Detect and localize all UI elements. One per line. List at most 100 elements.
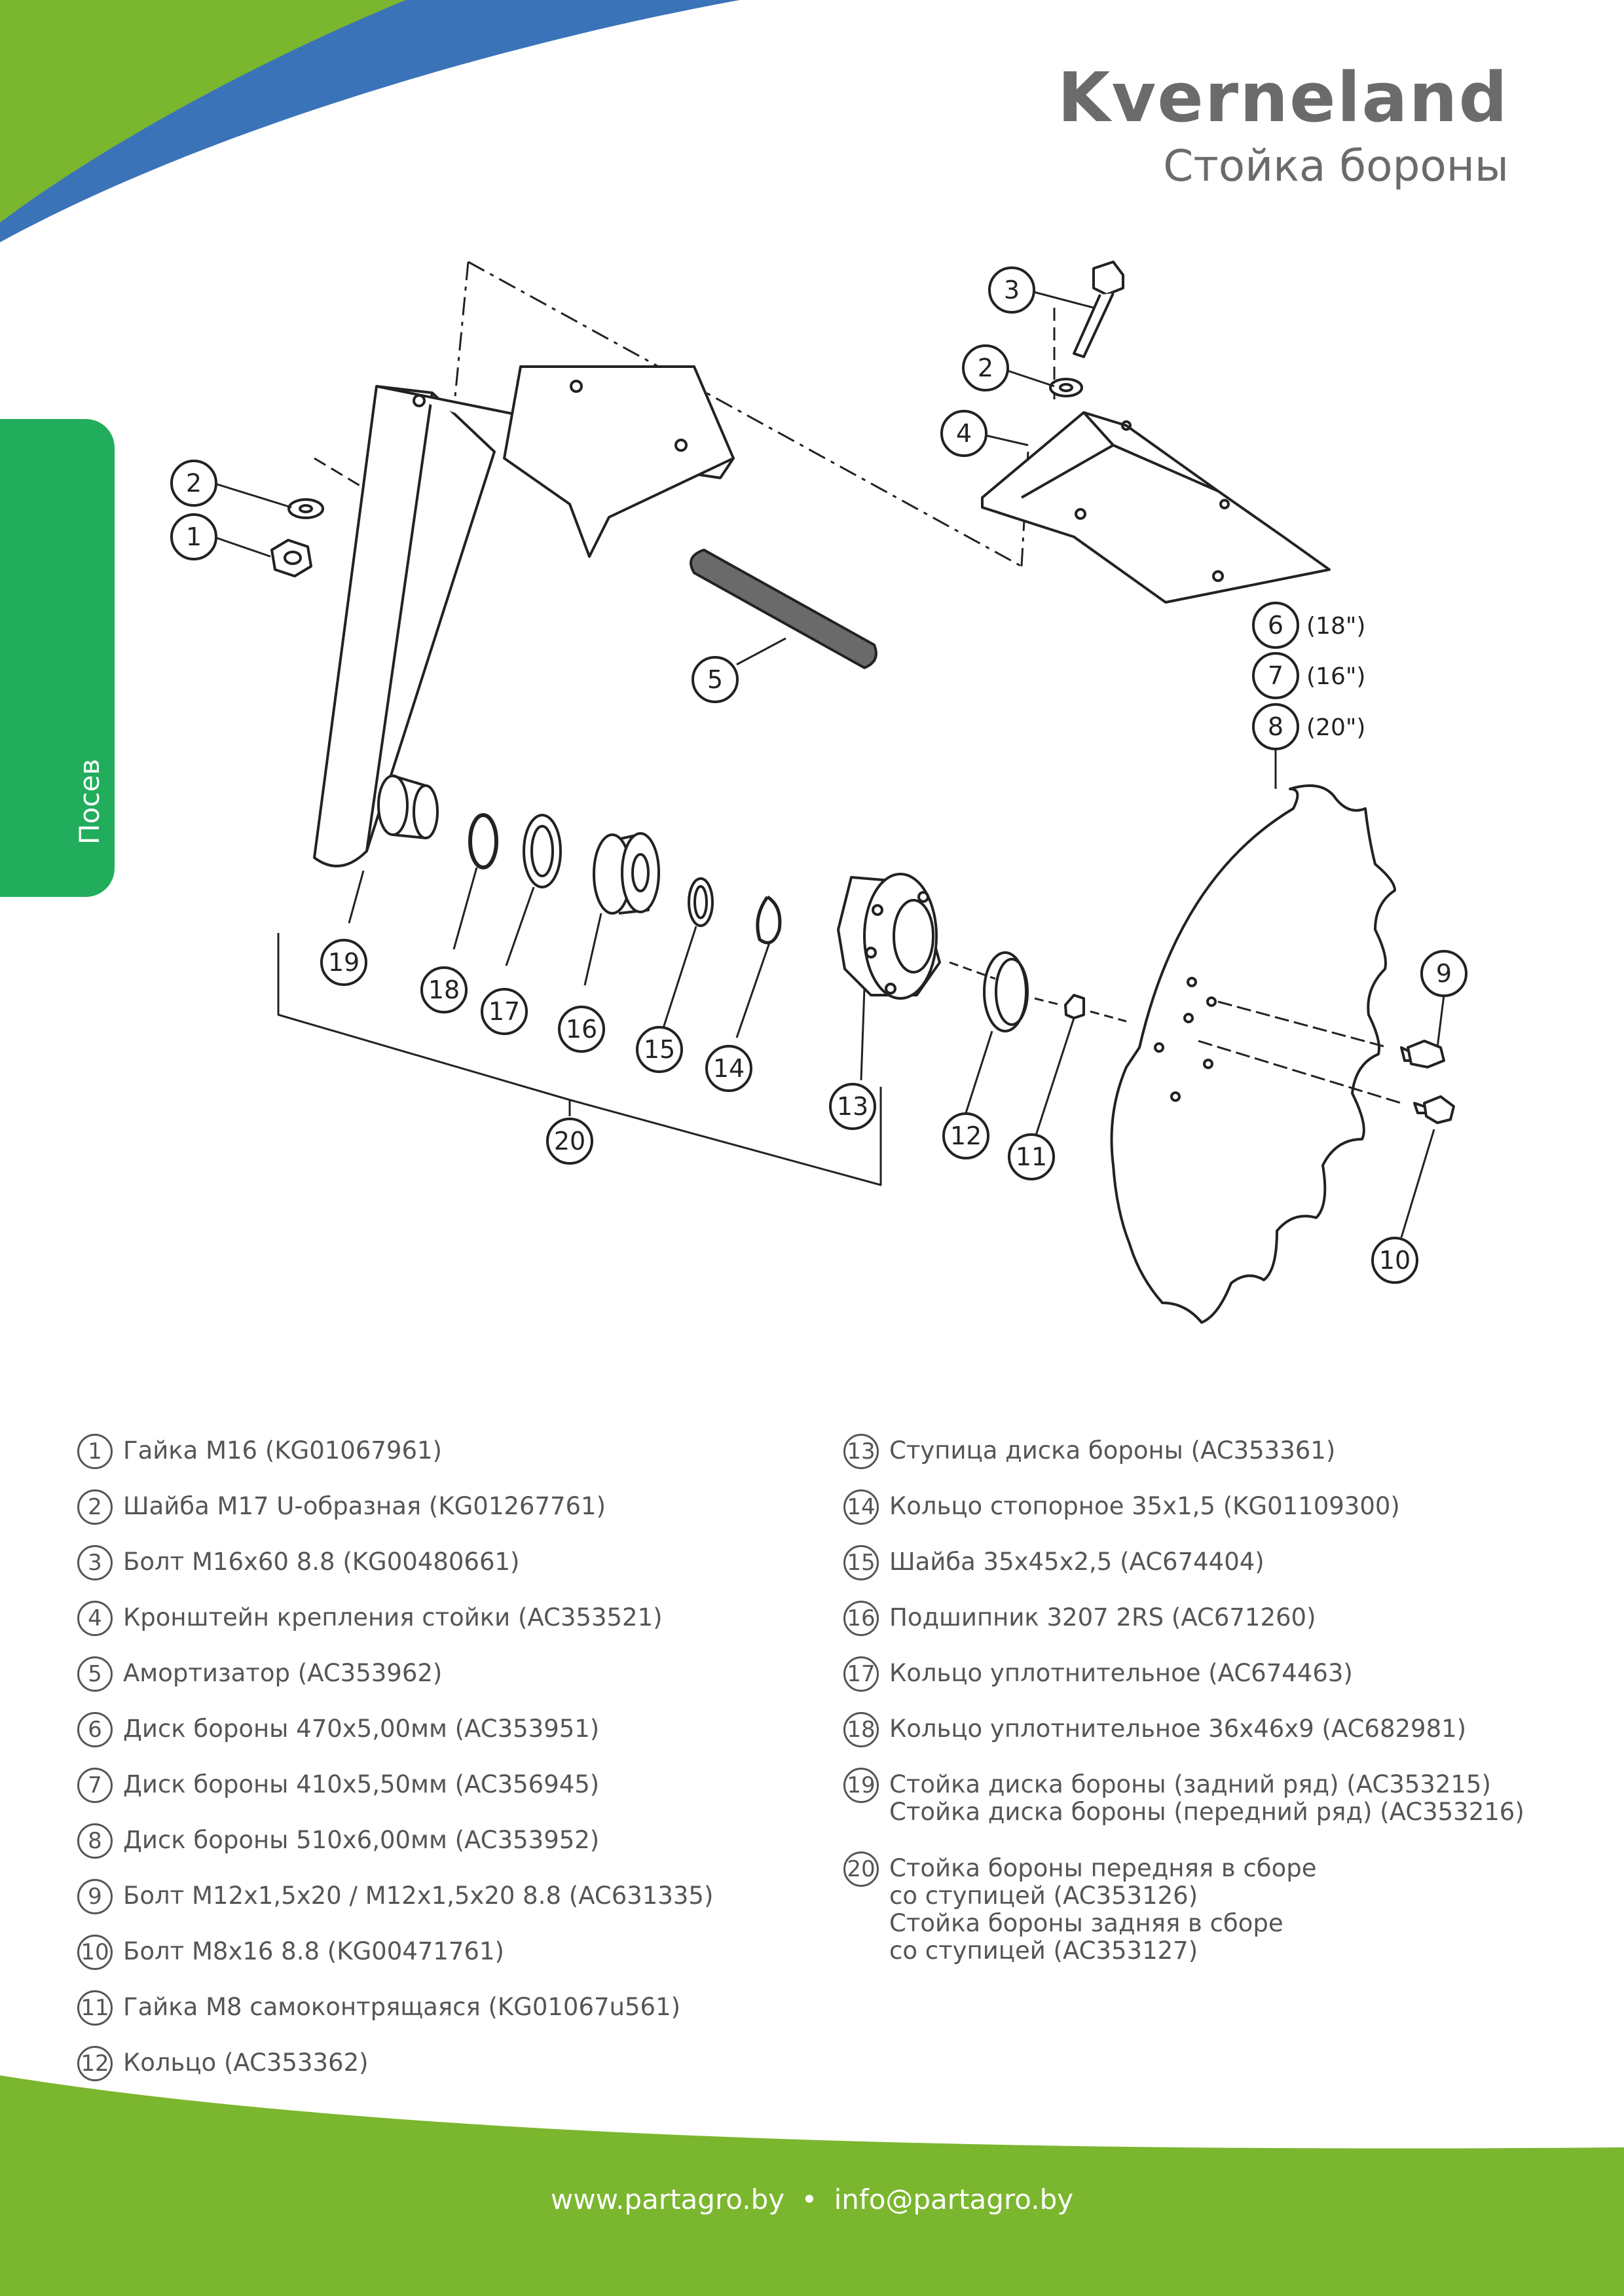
legend-number: 9	[77, 1879, 113, 1914]
legend-item: 1 Гайка М16 (KG01067961)	[77, 1434, 798, 1469]
callout-number: 19	[328, 948, 360, 977]
callout-7: 7	[1252, 652, 1299, 699]
legend-text: Кольцо стопорное 35х1,5 (KG01109300)	[889, 1492, 1400, 1520]
legend-text: Болт М8х16 8.8 (KG00471761)	[123, 1937, 504, 1965]
legend-number: 11	[77, 1990, 113, 2026]
legend-number: 16	[843, 1601, 879, 1636]
callout-1: 1	[170, 513, 217, 560]
legend-text: Стойка бороны передняя в сборе со ступиц…	[889, 1854, 1317, 1965]
legend-item: 20 Стойка бороны передняя в сборе со ступ…	[843, 1851, 1564, 1965]
footer-contacts: www.partagro.by • info@partagro.by	[0, 2183, 1624, 2215]
legend-number: 19	[843, 1768, 879, 1803]
callout-16: 16	[558, 1006, 605, 1053]
callout-5: 5	[692, 656, 739, 703]
legend-number: 15	[843, 1545, 879, 1580]
callout-number: 9	[1436, 959, 1452, 988]
legend-item: 2 Шайба М17 U-образная (KG01267761)	[77, 1489, 798, 1525]
legend-number: 14	[843, 1489, 879, 1525]
callout-layer: 12324567891011121314151617181920(18")(16…	[170, 266, 1467, 1284]
legend-item: 12 Кольцо (AC353362)	[77, 2046, 798, 2081]
legend-text: Диск бороны 470х5,00мм (AC353951)	[123, 1715, 600, 1743]
legend-text: Болт М16х60 8.8 (KG00480661)	[123, 1548, 520, 1576]
callout-3: 3	[988, 266, 1035, 314]
callout-12: 12	[942, 1112, 989, 1159]
legend-item: 6 Диск бороны 470х5,00мм (AC353951)	[77, 1712, 798, 1747]
callout-number: 2	[186, 469, 202, 498]
legend-text: Шайба М17 U-образная (KG01267761)	[123, 1492, 606, 1520]
callout-number: 14	[713, 1054, 745, 1083]
legend-item: 14 Кольцо стопорное 35х1,5 (KG01109300)	[843, 1489, 1564, 1525]
legend-text: Кронштейн крепления стойки (AC353521)	[123, 1603, 663, 1631]
legend-text: Гайка М8 самоконтрящаяся (KG01067u561)	[123, 1993, 681, 2021]
legend-number: 2	[77, 1489, 113, 1525]
legend-number: 1	[77, 1434, 113, 1469]
callout-14: 14	[705, 1045, 752, 1092]
legend-item: 7 Диск бороны 410х5,50мм (AC356945)	[77, 1768, 798, 1803]
callout-number: 17	[489, 997, 520, 1026]
legend-item: 3 Болт М16х60 8.8 (KG00480661)	[77, 1545, 798, 1580]
standoff-arm	[313, 385, 496, 867]
parts-diagram: 12324567891011121314151617181920(18")(16…	[170, 261, 1467, 1324]
callout-number: 16	[566, 1015, 597, 1044]
legend-number: 8	[77, 1823, 113, 1859]
header-swoosh	[0, 0, 740, 242]
callout-number: 7	[1268, 661, 1283, 690]
callout-19: 19	[320, 939, 367, 986]
callout-number: 10	[1379, 1246, 1411, 1275]
footer-separator: •	[801, 2183, 818, 2215]
callout-11: 11	[1008, 1133, 1055, 1180]
mount-bracket	[981, 411, 1331, 604]
legend-text: Кольцо уплотнительное 36х46х9 (AC682981)	[889, 1715, 1467, 1743]
legend-number: 3	[77, 1545, 113, 1580]
callout-2: 2	[170, 460, 217, 507]
legend-text: Амортизатор (AC353962)	[123, 1659, 443, 1687]
legend-item: 15 Шайба 35х45х2,5 (AC674404)	[843, 1545, 1564, 1580]
disc-size-label: (16")	[1306, 663, 1365, 690]
legend-number: 17	[843, 1656, 879, 1692]
legend-text: Диск бороны 510х6,00мм (AC353952)	[123, 1826, 600, 1854]
rubber-damper	[690, 549, 877, 669]
legend-item: 19 Стойка диска бороны (задний ряд) (AC35…	[843, 1768, 1564, 1826]
legend-number: 10	[77, 1935, 113, 1970]
legend-text: Стойка диска бороны (задний ряд) (AC3532…	[889, 1770, 1524, 1826]
email-link[interactable]: info@partagro.by	[834, 2183, 1074, 2215]
callout-number: 11	[1016, 1142, 1047, 1171]
callout-20: 20	[546, 1118, 593, 1165]
legend-item: 17 Кольцо уплотнительное (AC674463)	[843, 1656, 1564, 1692]
callout-6: 6	[1252, 602, 1299, 649]
callout-9: 9	[1420, 950, 1467, 997]
legend-item: 5 Амортизатор (AC353962)	[77, 1656, 798, 1692]
callout-number: 8	[1268, 712, 1283, 741]
callout-number: 3	[1004, 276, 1020, 304]
disc-size-label: (20")	[1306, 714, 1365, 741]
legend-text: Шайба 35х45х2,5 (AC674404)	[889, 1548, 1264, 1576]
callout-10: 10	[1371, 1237, 1418, 1284]
legend-number: 7	[77, 1768, 113, 1803]
legend-text: Кольцо уплотнительное (AC674463)	[889, 1659, 1353, 1687]
legend-item: 13 Ступица диска бороны (AC353361)	[843, 1434, 1564, 1469]
section-tab[interactable]	[0, 419, 115, 897]
callout-number: 18	[428, 975, 460, 1004]
page-subtitle: Стойка бороны	[1163, 141, 1509, 191]
legend-text: Диск бороны 410х5,50мм (AC356945)	[123, 1770, 600, 1798]
cutaway-disc	[1110, 784, 1396, 1324]
legend-number: 12	[77, 2046, 113, 2081]
legend-text: Ступица диска бороны (AC353361)	[889, 1436, 1336, 1465]
legend-text: Гайка М16 (KG01067961)	[123, 1436, 442, 1465]
legend-text: Кольцо (AC353362)	[123, 2049, 369, 2077]
legend-item: 10 Болт М8х16 8.8 (KG00471761)	[77, 1935, 798, 1970]
callout-number: 13	[837, 1092, 868, 1121]
legend-number: 6	[77, 1712, 113, 1747]
callout-number: 4	[956, 419, 972, 448]
legend-number: 5	[77, 1656, 113, 1692]
callout-13: 13	[829, 1083, 876, 1130]
website-link[interactable]: www.partagro.by	[550, 2183, 785, 2215]
legend-number: 13	[843, 1434, 879, 1469]
callout-4: 4	[940, 410, 987, 457]
callout-8: 8	[1252, 703, 1299, 750]
legend-number: 20	[843, 1851, 879, 1887]
